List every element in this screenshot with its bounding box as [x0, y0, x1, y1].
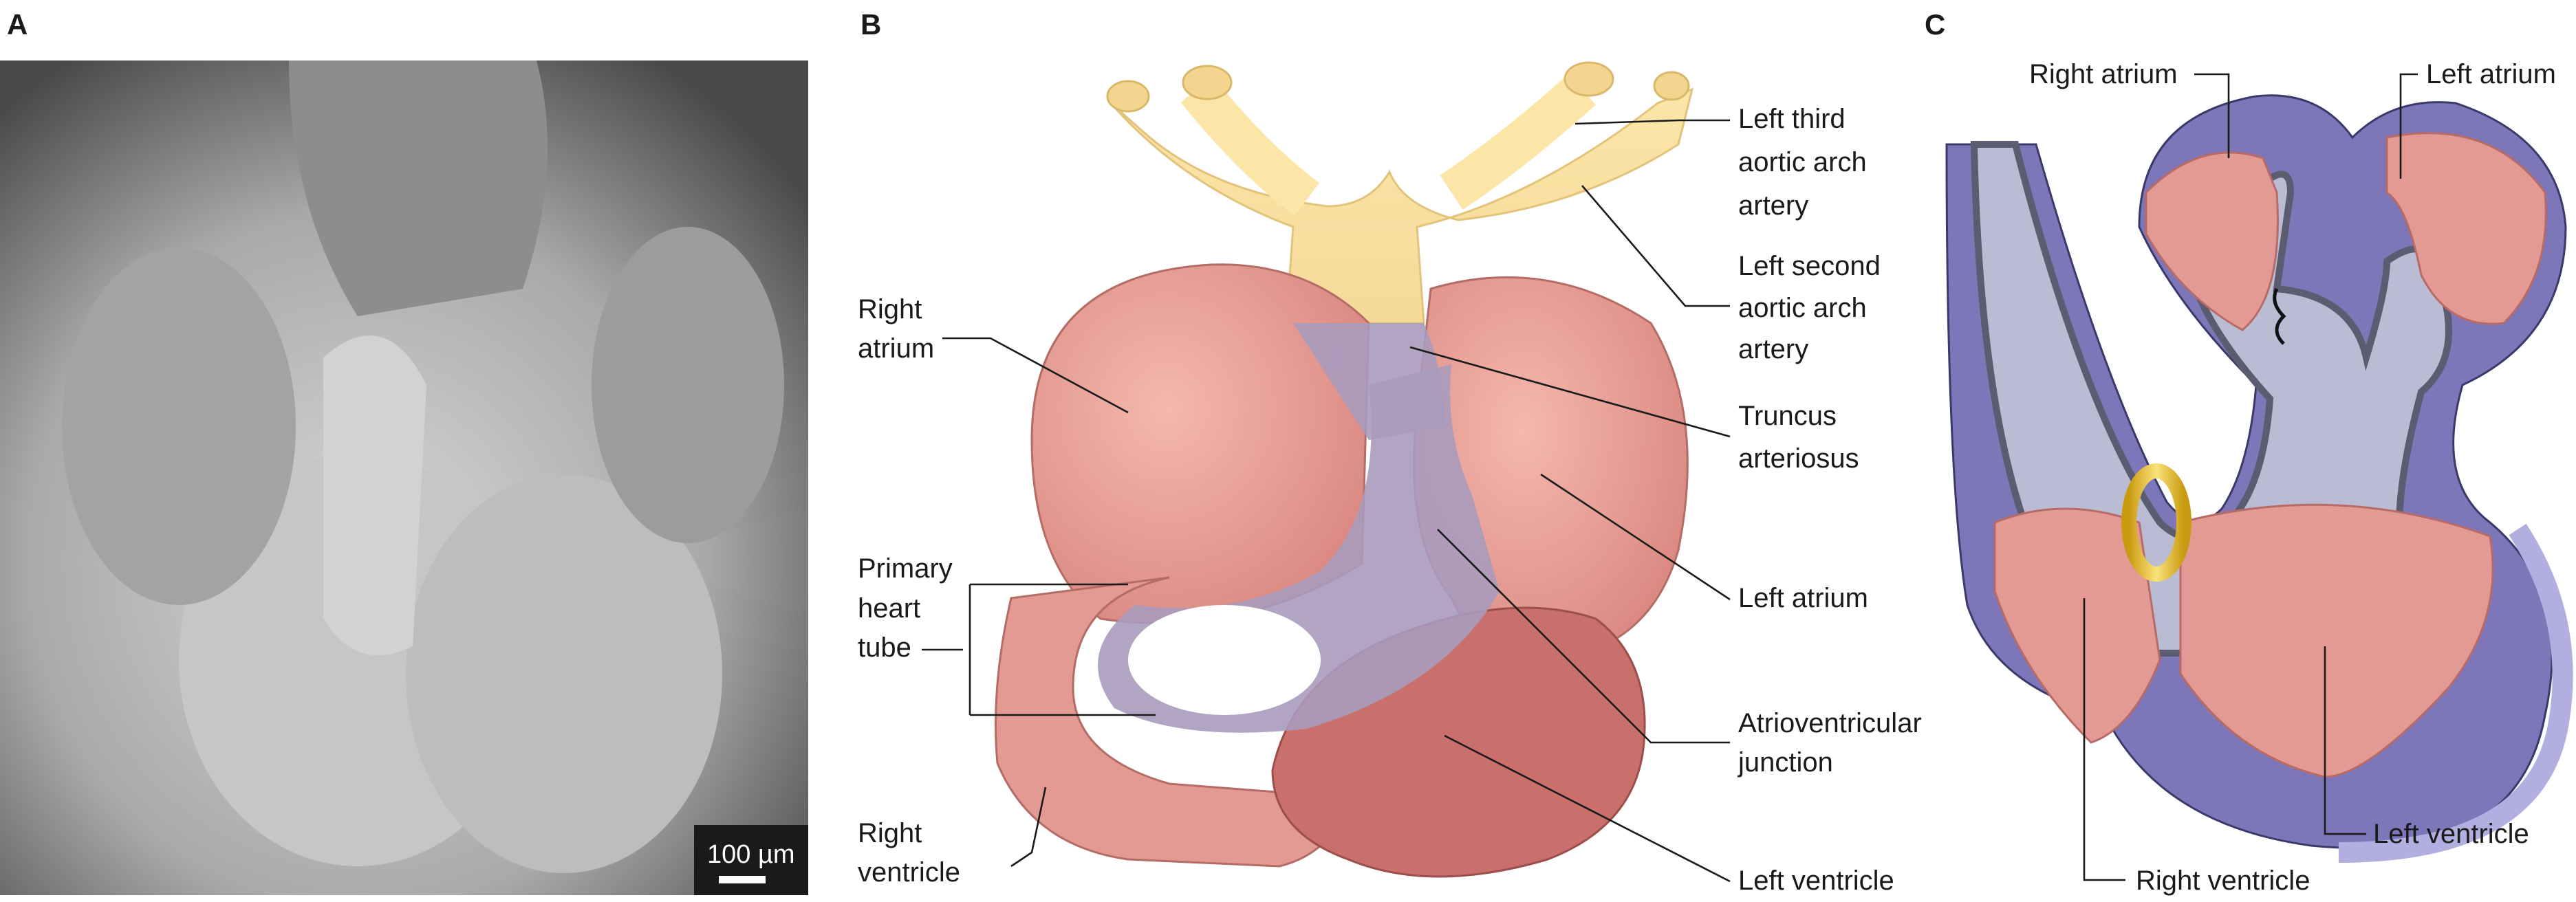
- septum-primum-crack: [2273, 287, 2286, 345]
- label-line: artery: [1738, 334, 1808, 364]
- sem-right-atrium: [62, 248, 296, 605]
- heart-loop-gap: [1128, 605, 1321, 715]
- label-right-ventricle: Right ventricle: [858, 818, 960, 888]
- label-line: Truncus: [1738, 401, 1837, 431]
- label-truncus-arteriosus: Truncus arteriosus: [1738, 401, 1859, 474]
- panel-c: C Right atrium Left atrium Right ventric…: [1925, 8, 2573, 896]
- sem-cut-surface: [289, 60, 548, 316]
- arch-opening: [1563, 61, 1614, 97]
- label-line: junction: [1738, 747, 1833, 778]
- right-ventricle-trabeculae: [1993, 507, 2161, 744]
- scale-bar: 100 µm: [694, 825, 808, 895]
- label-left-ventricle: Left ventricle: [2373, 819, 2529, 849]
- label-right-atrium: Right atrium: [2029, 59, 2178, 89]
- sem-left-atrium: [592, 227, 784, 543]
- panel-a-letter: A: [7, 8, 28, 41]
- arch-opening: [1653, 71, 1690, 101]
- leader-lines: [2083, 73, 2418, 881]
- label-line: artery: [1738, 190, 1808, 221]
- sem-outflow-tract: [323, 336, 426, 656]
- label-left-second-aortic-arch-artery: Left second aortic arch artery: [1738, 251, 1881, 364]
- label-left-atrium: Left atrium: [2426, 59, 2556, 89]
- label-line: arteriosus: [1738, 443, 1859, 474]
- right-atrium-shape: [1030, 263, 1370, 624]
- label-line: Primary: [858, 553, 953, 584]
- label-primary-heart-tube: Primary heart tube: [858, 553, 953, 663]
- left-ventricle-trabeculae: [2179, 503, 2494, 778]
- panel-b-letter: B: [861, 8, 881, 41]
- label-left-ventricle: Left ventricle: [1738, 866, 1894, 896]
- right-arch-branch: [1180, 76, 1320, 216]
- label-line: Left third: [1738, 104, 1846, 134]
- panel-c-letter: C: [1925, 8, 1945, 41]
- label-left-atrium: Left atrium: [1738, 583, 1868, 613]
- label-line: aortic arch: [1738, 293, 1867, 323]
- leader-lines: [922, 119, 1731, 883]
- label-left-third-aortic-arch-artery: Left third aortic arch artery: [1738, 104, 1867, 221]
- label-line: tube: [858, 632, 911, 663]
- scale-bar-line: [719, 876, 766, 883]
- label-line: heart: [858, 593, 920, 624]
- right-atrium-pectinate: [2145, 151, 2279, 331]
- label-atrioventricular-junction: Atrioventricular junction: [1738, 708, 1922, 778]
- scale-bar-label: 100 µm: [707, 840, 795, 869]
- label-right-atrium: Right atrium: [858, 294, 934, 364]
- wall-cut-edge: [2338, 523, 2573, 863]
- atrioventricular-ring: [2121, 463, 2191, 582]
- arch-opening: [1182, 65, 1233, 100]
- label-line: ventricle: [858, 857, 960, 888]
- label-line: Right: [858, 818, 922, 848]
- label-line: Atrioventricular: [1738, 708, 1922, 738]
- sem-left-ventricle: [406, 474, 722, 873]
- label-right-ventricle: Right ventricle: [2136, 866, 2310, 896]
- panel-a: A 100 µm: [0, 8, 808, 895]
- panel-b: B Left third aortic arch artery Left sec…: [858, 8, 1922, 896]
- left-arch-branch: [1440, 74, 1597, 210]
- arch-opening: [1106, 80, 1150, 113]
- truncus-arteriosus-shape: [1293, 323, 1444, 440]
- label-line: Left second: [1738, 251, 1881, 281]
- left-atrium-pectinate: [2385, 132, 2547, 325]
- aortic-arch-arteries: [1110, 87, 1694, 324]
- label-line: Right: [858, 294, 922, 324]
- label-line: aortic arch: [1738, 147, 1867, 177]
- label-line: atrium: [858, 333, 934, 364]
